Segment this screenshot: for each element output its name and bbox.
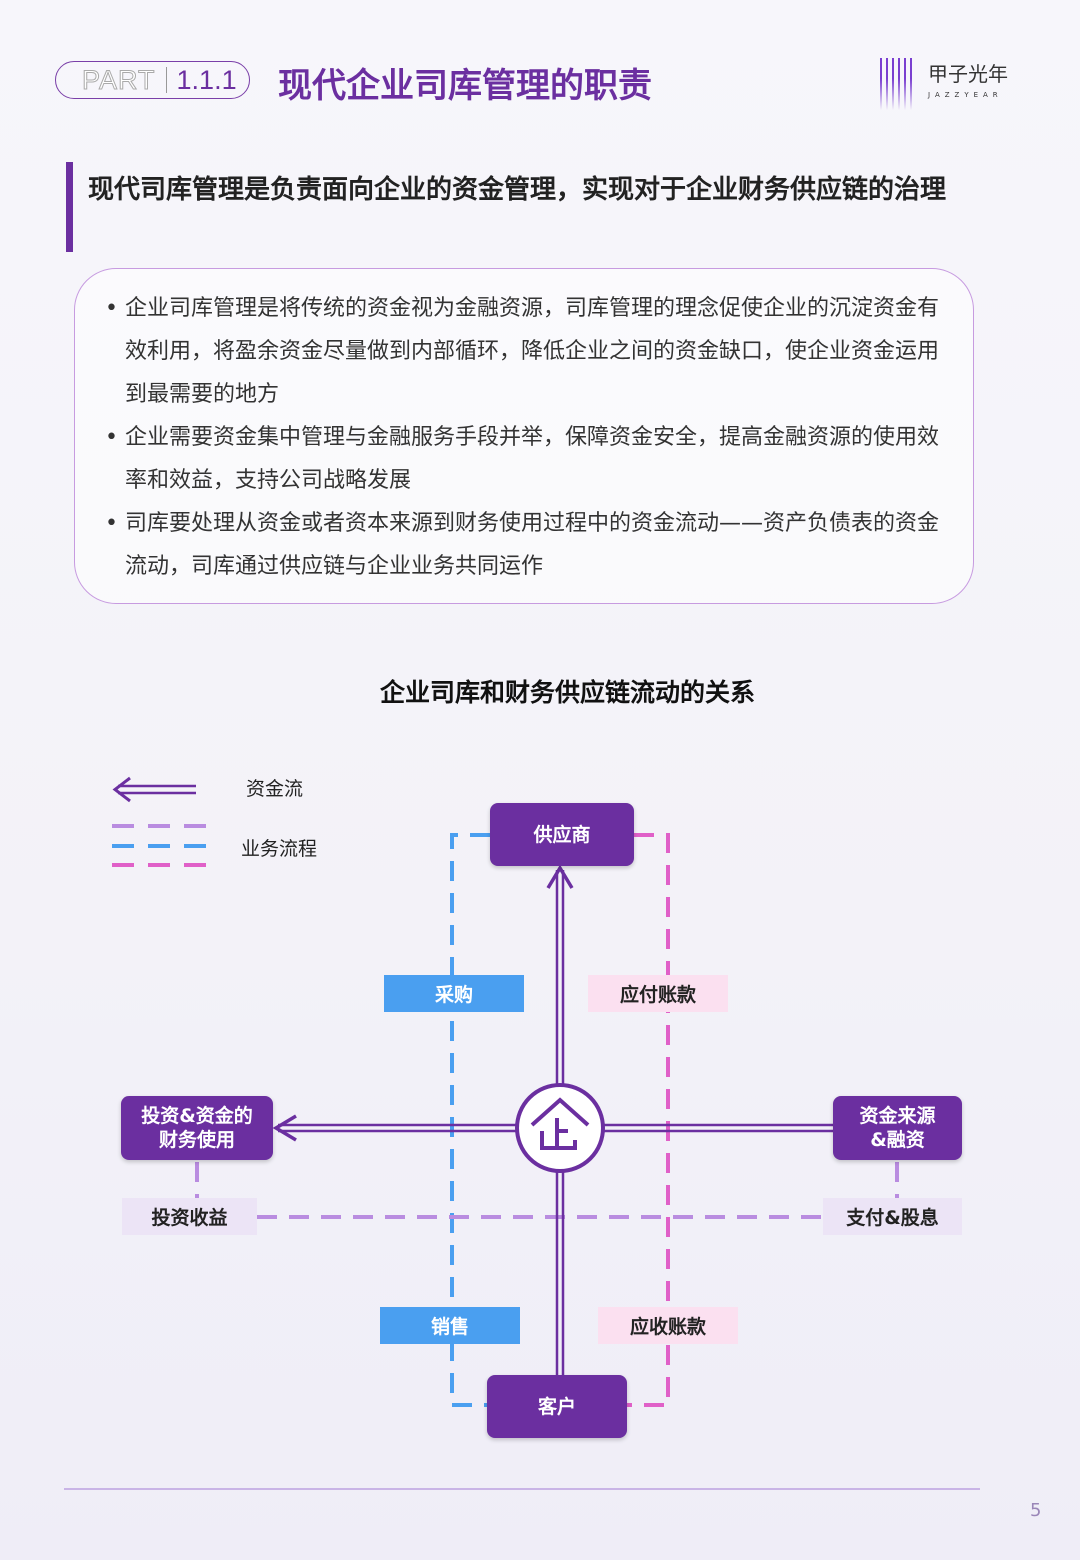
label-sales: 销售 [380,1307,520,1344]
node-customer: 客户 [487,1375,627,1438]
logo: 甲子光年 JAZZYEAR [880,58,1008,110]
subtitle: 现代司库管理是负责面向企业的资金管理，实现对于企业财务供应链的治理 [88,175,947,205]
part-label: PART [82,64,156,95]
subtitle-accent-bar [66,162,73,252]
bullet-box: 企业司库管理是将传统的资金视为金融资源，司库管理的理念促使企业的沉淀资金有效利用… [74,268,974,604]
legend-dashes-icon [112,824,215,867]
bullet-item: 企业需要资金集中管理与金融服务手段并举，保障资金安全，提高金融资源的使用效率和效… [105,416,945,502]
legend-arrow-icon [112,776,196,803]
blue-dashed-flow [450,833,490,1407]
treasury-house-icon [515,1083,605,1173]
page-title: 现代企业司库管理的职责 [278,66,652,106]
node-supplier: 供应商 [490,803,634,866]
logo-cn: 甲子光年 [928,62,1008,86]
label-payment-dividend: 支付&股息 [823,1198,962,1235]
part-badge: PART 1.1.1 [55,61,250,99]
label-investment-income: 投资收益 [122,1198,257,1235]
label-purchase: 采购 [384,975,524,1012]
page-number: 5 [1030,1500,1042,1521]
legend-capital-flow: 资金流 [246,778,304,800]
logo-bars-icon [880,58,916,110]
bullet-item: 司库要处理从资金或者资本来源到财务使用过程中的资金流动——资产负债表的资金流动，… [105,502,945,588]
logo-en: JAZZYEAR [928,91,1003,99]
footer-divider [64,1488,980,1490]
pink-dashed-flow [627,833,670,1407]
diagram-title: 企业司库和财务供应链流动的关系 [379,678,755,707]
bullet-item: 企业司库管理是将传统的资金视为金融资源，司库管理的理念促使企业的沉淀资金有效利用… [105,287,945,416]
legend-business-flow: 业务流程 [241,838,318,860]
label-payables: 应付账款 [588,975,728,1012]
label-receivables: 应收账款 [598,1307,738,1344]
lavender-dashed-flow [195,1162,899,1219]
node-investment: 投资&资金的财务使用 [121,1096,273,1160]
node-funding: 资金来源&融资 [833,1096,962,1160]
divider [165,67,167,93]
section-number: 1.1.1 [176,64,237,95]
